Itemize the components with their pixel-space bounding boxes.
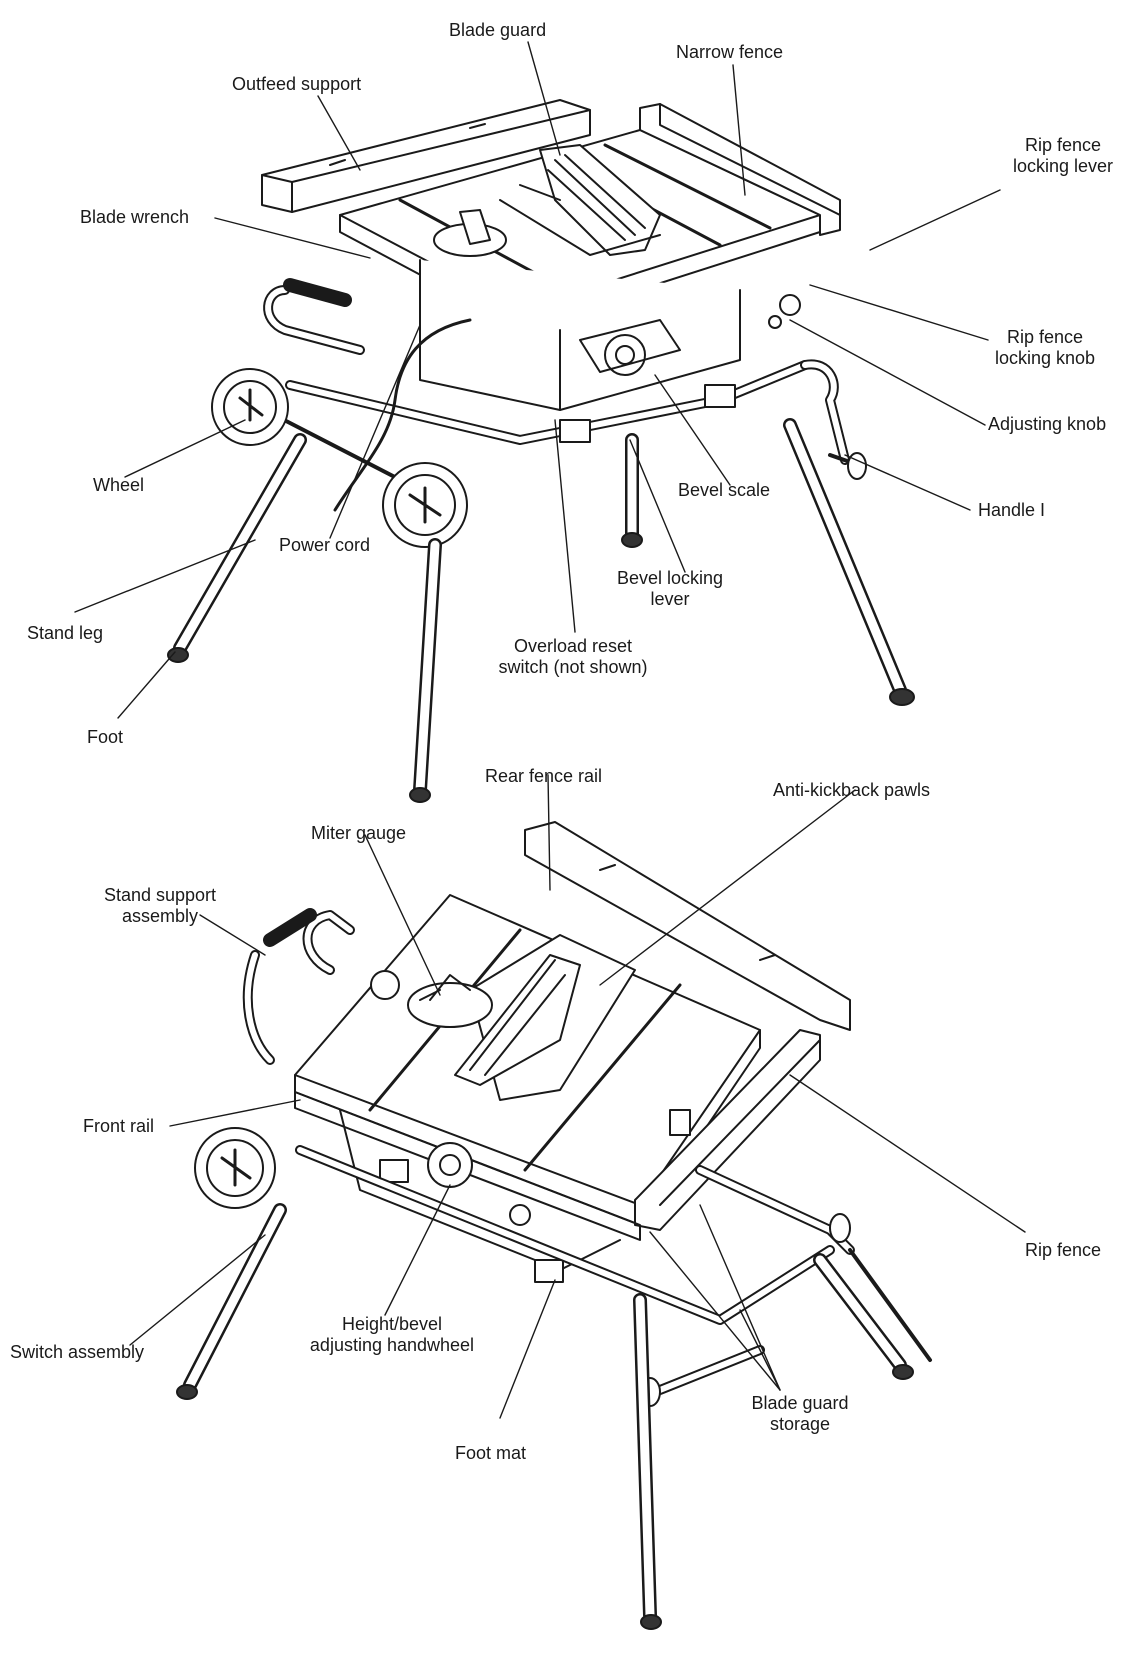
label-switch-assembly: Switch assembly [10, 1342, 145, 1362]
label-front-rail: Front rail [83, 1116, 155, 1136]
label-stand-support-assembly: Stand support assembly [103, 885, 217, 926]
label-handle: Handle I [978, 500, 1046, 520]
label-rip-fence-locking-lever: Rip fence locking lever [1012, 135, 1114, 176]
label-blade-guard: Blade guard [449, 20, 547, 40]
label-foot-mat: Foot mat [455, 1443, 527, 1463]
label-power-cord: Power cord [279, 535, 371, 555]
label-rip-fence: Rip fence [1025, 1240, 1102, 1260]
label-adjusting-knob: Adjusting knob [988, 414, 1107, 434]
label-blade-wrench: Blade wrench [80, 207, 190, 227]
label-blade-guard-storage: Blade guard storage [751, 1393, 849, 1434]
label-rear-fence-rail: Rear fence rail [485, 766, 603, 786]
label-outfeed-support: Outfeed support [232, 74, 362, 94]
label-stand-leg: Stand leg [27, 623, 104, 643]
label-bevel-scale: Bevel scale [678, 480, 771, 500]
label-height-bevel-handwheel: Height/bevel adjusting handwheel [309, 1314, 475, 1355]
label-foot: Foot [87, 727, 124, 747]
bottom-saw-drawing [176, 821, 932, 1630]
label-narrow-fence: Narrow fence [676, 42, 784, 62]
top-saw-drawing [167, 99, 915, 803]
label-anti-kickback-pawls: Anti-kickback pawls [773, 780, 931, 800]
label-overload-reset-switch: Overload reset switch (not shown) [498, 636, 648, 677]
leader-lines [74, 41, 1026, 1419]
label-rip-fence-locking-knob: Rip fence locking knob [994, 327, 1096, 368]
label-bevel-locking-lever: Bevel locking lever [616, 568, 724, 609]
label-miter-gauge: Miter gauge [311, 823, 407, 843]
label-wheel: Wheel [93, 475, 145, 495]
